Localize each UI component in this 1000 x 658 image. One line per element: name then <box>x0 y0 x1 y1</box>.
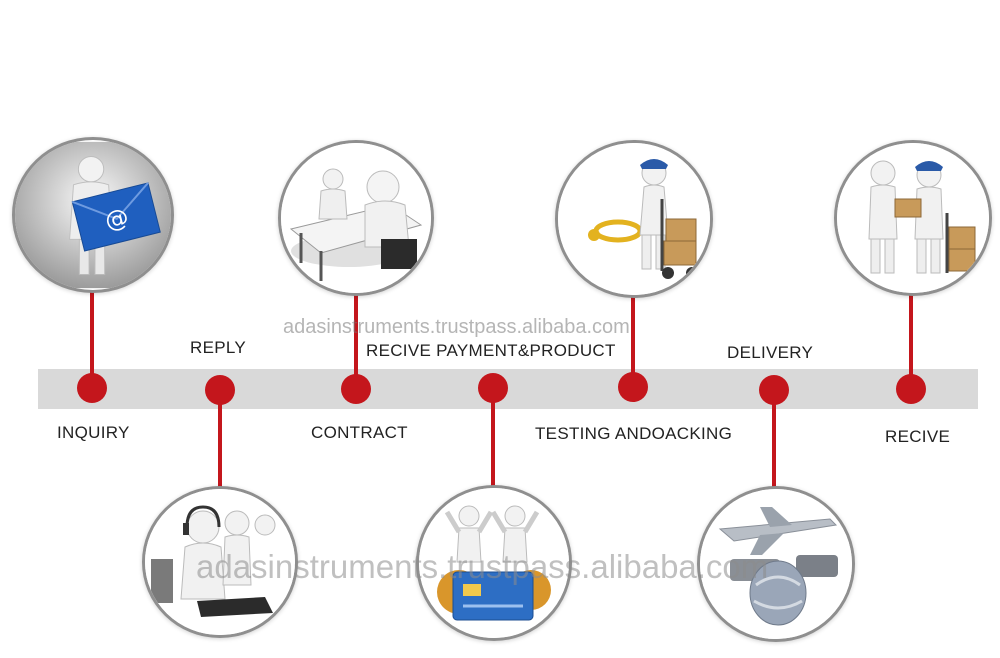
step-label-testing: TESTING ANDOACKING <box>535 424 733 443</box>
step-label-inquiry: INQUIRY <box>57 423 130 442</box>
watermark-bottom: adasinstruments.trustpass.alibaba.com <box>196 548 769 585</box>
node-delivery <box>759 375 789 405</box>
step-circle-inquiry: @ <box>12 137 174 293</box>
step-circle-testing <box>555 140 713 298</box>
node-contract <box>341 374 371 404</box>
meeting-table-icon <box>281 143 431 293</box>
watermark-top: adasinstruments.trustpass.alibaba.com <box>283 316 630 338</box>
connector-inquiry <box>90 288 94 388</box>
step-circle-payment <box>416 485 572 641</box>
node-testing <box>618 372 648 402</box>
step-label-recive: RECIVE <box>885 427 951 446</box>
connector-contract <box>354 292 358 388</box>
headset-agent-icon <box>145 489 295 635</box>
step-label-delivery: DELIVERY <box>727 343 814 362</box>
timeline-band <box>38 369 978 409</box>
handover-package-icon <box>837 143 989 293</box>
step-circle-reply <box>142 486 298 638</box>
connector-delivery <box>772 388 776 488</box>
step-circle-recive <box>834 140 992 296</box>
step-label-reply: REPLY <box>190 338 246 357</box>
connector-reply <box>218 388 222 488</box>
airplane-cargo-icon <box>700 489 852 639</box>
connector-payment <box>491 388 495 486</box>
payment-card-icon <box>419 488 569 638</box>
step-label-payment: RECIVE PAYMENT&PRODUCT <box>366 341 616 360</box>
node-inquiry <box>77 373 107 403</box>
packing-cart-icon <box>558 143 710 295</box>
node-payment <box>478 373 508 403</box>
email-icon: @ <box>15 141 171 289</box>
step-label-contract: CONTRACT <box>311 423 408 442</box>
connector-recive <box>909 292 913 388</box>
node-recive <box>896 374 926 404</box>
node-reply <box>205 375 235 405</box>
connector-testing <box>631 294 635 388</box>
step-circle-delivery <box>697 486 855 642</box>
step-circle-contract <box>278 140 434 296</box>
